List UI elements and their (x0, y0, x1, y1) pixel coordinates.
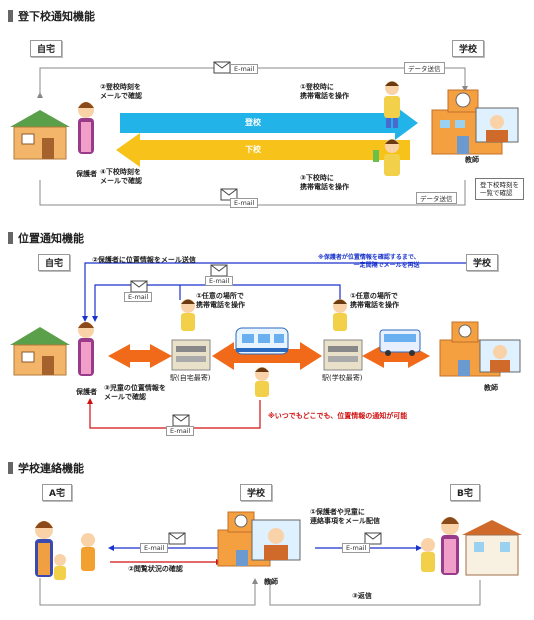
step3-text: ③返信 (352, 592, 372, 600)
anywhere-note: ※いつでもどこでも、位置情報の通知が可能 (268, 412, 408, 420)
section-title-arrival: 登下校通知機能 (8, 8, 95, 24)
orange-arrow-1 (108, 344, 172, 368)
student-figure (373, 139, 400, 176)
attendance-panel: 登下校時刻を 一覧で確認 (475, 178, 524, 200)
step1-text: ①保護者や児童に 連絡事項をメール配信 (310, 508, 380, 525)
teacher-computer (251, 519, 301, 561)
arrival-arrow (120, 106, 418, 140)
bus (379, 329, 421, 356)
email-tag: E-mail (166, 426, 195, 436)
station-building (323, 339, 363, 371)
home-b-label: B宅 (450, 484, 480, 501)
guardian-figure (441, 517, 459, 575)
step2-text: ②登校時刻を メールで確認 (100, 83, 142, 100)
teacher-label: 教師 (264, 578, 278, 586)
teacher-computer (475, 107, 519, 143)
departure-label: 下校 (245, 145, 261, 154)
station-school-label: 駅(学校最寄) (322, 374, 363, 382)
resend-note: ※保護者が位置情報を確認するまで、 一定間隔でメールを再送 (318, 254, 420, 269)
child-figure (255, 367, 269, 397)
step4-text: ④下校時刻を メールで確認 (100, 168, 142, 185)
guardian-label: 保護者 (76, 388, 97, 396)
envelope-icon (364, 532, 382, 545)
email-tag: E-mail (342, 543, 371, 553)
email-tag: E-mail (230, 64, 259, 74)
data-send-tag: データ送信 (416, 192, 457, 204)
guardian-label: 保護者 (76, 170, 97, 178)
train (235, 327, 289, 355)
step1-text: ①登校時に 携帯電話を操作 (300, 83, 349, 100)
arrival-label: 登校 (245, 118, 261, 127)
home-a-label: A宅 (42, 484, 72, 501)
family-figures (35, 521, 95, 580)
school-label: 学校 (466, 254, 499, 271)
guardian-figure (78, 102, 94, 154)
envelope-icon (220, 188, 238, 201)
house-illustration (10, 327, 70, 376)
school-label: 学校 (240, 484, 273, 501)
home-label: 自宅 (38, 254, 71, 271)
child-figure (181, 299, 195, 331)
email-tag: E-mail (124, 292, 153, 302)
data-send-tag: データ送信 (404, 62, 445, 74)
envelope-icon (213, 61, 231, 74)
station-home-label: 駅(自宅最寄) (170, 374, 211, 382)
email-tag: E-mail (230, 198, 259, 208)
teacher-computer (479, 339, 521, 373)
guardian-figure (78, 322, 94, 376)
house-illustration (462, 520, 522, 576)
step2-text: ②閲覧状況の確認 (128, 565, 183, 573)
step3-text: ③下校時に 携帯電話を操作 (300, 174, 349, 191)
email-tag: E-mail (140, 543, 169, 553)
step1-text: ①任意の場所で 携帯電話を操作 (196, 292, 245, 309)
school-label: 学校 (452, 40, 485, 57)
envelope-icon (168, 532, 186, 545)
station-building (171, 339, 211, 371)
step2-text: ②保護者に位置情報をメール送信 (92, 256, 196, 264)
step1-text: ①任意の場所で 携帯電話を操作 (350, 292, 399, 309)
student-figure (384, 81, 400, 128)
house-illustration (10, 110, 70, 160)
teacher-label: 教師 (484, 384, 498, 392)
section-title-location: 位置通知機能 (8, 230, 84, 246)
section-title-contact: 学校連絡機能 (8, 460, 84, 476)
home-label: 自宅 (30, 40, 63, 57)
child-figure (333, 299, 347, 331)
child-figure (421, 538, 435, 572)
teacher-label: 教師 (465, 156, 479, 164)
step3-text: ③児童の位置情報を メールで確認 (104, 384, 166, 401)
departure-arrow (116, 133, 410, 167)
email-tag: E-mail (205, 276, 234, 286)
